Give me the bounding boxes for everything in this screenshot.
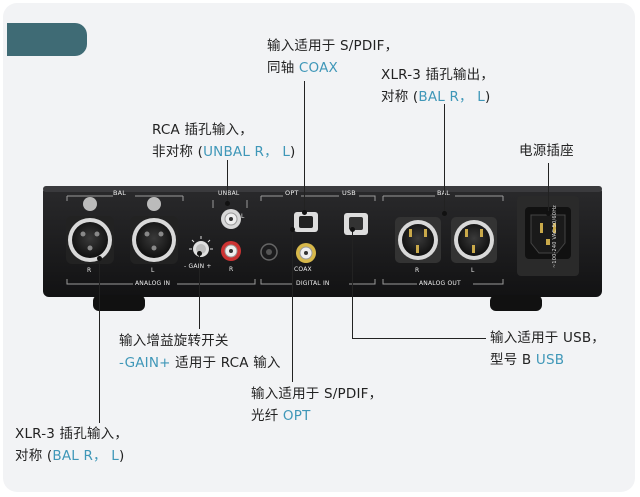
leader-dot-xlr-in: [97, 256, 102, 261]
callout-power: 电源插座: [519, 143, 574, 159]
panel-analog-out: ANALOG OUT: [419, 280, 461, 287]
leader-dot-power: [546, 211, 551, 216]
leader-opt: [292, 229, 293, 382]
header-tab: [7, 23, 87, 56]
panel-unbal: UNBAL: [218, 190, 240, 197]
leader-xlr-in: [99, 258, 100, 423]
rca-input-jacks: [221, 209, 241, 261]
leader-dot-coax: [302, 210, 307, 215]
panel-l-small: L: [241, 213, 245, 220]
leader-dot-gain: [197, 251, 202, 256]
leader-rca: [227, 160, 228, 203]
leader-usb-v: [352, 229, 353, 339]
device-body: [43, 186, 602, 297]
leader-dot-opt: [290, 227, 295, 232]
panel-bal-in: BAL: [113, 189, 127, 197]
panel-voltage: ~100-240 VAC 50/60Hz: [552, 205, 558, 268]
panel-digital-in: DIGITAL IN: [296, 280, 330, 287]
panel-l-3: L: [471, 267, 475, 274]
leader-power: [548, 163, 549, 213]
panel-l-1: L: [151, 267, 155, 274]
panel-r-2: R: [229, 266, 234, 273]
leader-dot-rca: [225, 201, 230, 206]
leader-xlr-out: [444, 104, 445, 213]
callout-xlr-in: XLR-3 插孔输入， 对称 (BAL R， L): [15, 426, 129, 464]
device-rear-panel: [43, 186, 602, 311]
panel-usb: USB: [342, 189, 356, 197]
panel-r-3: R: [415, 267, 420, 274]
leader-gain: [199, 253, 200, 329]
xlr-output-jacks: [395, 217, 497, 263]
panel-opt: OPT: [285, 189, 299, 197]
callout-spdif-opt: 输入适用于 S/PDIF， 光纤 OPT: [251, 386, 383, 424]
leader-usb-h: [352, 338, 486, 339]
panel-analog-in: ANALOG IN: [135, 280, 171, 287]
xlr-input-jacks: [66, 197, 178, 264]
callout-usb: 输入适用于 USB， 型号 B USB: [490, 330, 606, 368]
panel-bal-out: BAL: [437, 187, 450, 199]
device-foot-left: [93, 295, 145, 311]
panel-gain: - GAIN +: [184, 263, 212, 270]
content-frame: BAL UNBAL OPT USB BAL L - GAIN + COAX R …: [3, 3, 635, 492]
leader-dot-usb: [350, 227, 355, 232]
device-foot-right: [490, 295, 542, 311]
leader-dot-xlr-out: [442, 211, 447, 216]
panel-coax: COAX: [294, 266, 312, 273]
callout-xlr-out: XLR-3 插孔输出， 对称 (BAL R， L): [381, 67, 495, 105]
panel-r-1: R: [87, 267, 92, 274]
leader-coax: [304, 81, 305, 212]
callout-gain: 输入增益旋转开关 -GAIN+ 适用于 RCA 输入: [119, 333, 281, 371]
callout-spdif-coax: 输入适用于 S/PDIF， 同轴 COAX: [267, 38, 399, 76]
callout-rca-in: RCA 插孔输入， 非对称 (UNBAL R， L): [152, 122, 296, 160]
